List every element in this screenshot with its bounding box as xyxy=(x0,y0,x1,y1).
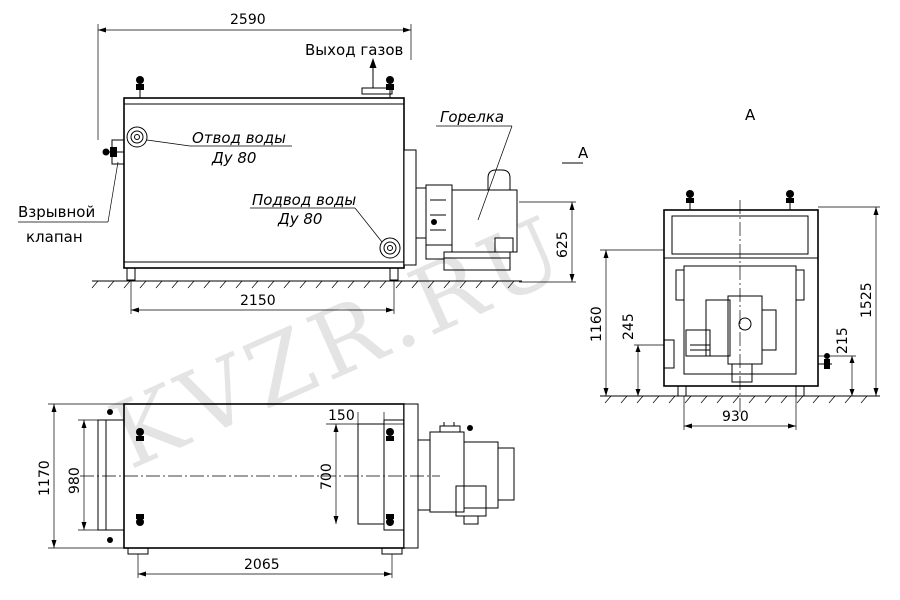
dim-215: 215 xyxy=(835,327,851,354)
burner-side-icon xyxy=(415,169,518,271)
dim-base-length: 2150 xyxy=(240,293,276,309)
label-explosion-valve: Взрывной xyxy=(18,203,95,221)
label-water-inlet: Подвод воды xyxy=(252,191,356,209)
top-view: 1170 980 150 700 2065 xyxy=(37,403,515,578)
dim-245: 245 xyxy=(621,313,637,340)
label-burner: Горелка xyxy=(440,108,504,126)
label-explosion-valve-2: клапан xyxy=(26,228,83,246)
dim-top-length: 2065 xyxy=(244,557,280,573)
label-water-outlet: Отвод воды xyxy=(192,129,286,147)
label-water-outlet-dn: Ду 80 xyxy=(211,149,256,167)
label-gas-outlet: Выход газов xyxy=(305,41,403,59)
label-water-inlet-dn: Ду 80 xyxy=(277,210,322,228)
watermark: KVZR.RU xyxy=(95,195,583,491)
dim-top-width: 1170 xyxy=(37,460,53,496)
burner-top-icon xyxy=(417,422,515,525)
side-view: 2590 Выход газов Отвод воды xyxy=(18,12,589,314)
top-valve-icon xyxy=(136,76,394,98)
section-mark-a: А xyxy=(578,144,589,162)
dim-total-length: 2590 xyxy=(230,12,266,28)
dim-150: 150 xyxy=(328,408,355,424)
front-top-valve-icon xyxy=(686,190,794,210)
front-side-valve-icon xyxy=(818,353,832,369)
water-inlet-nozzle-icon xyxy=(379,237,401,259)
dim-700: 700 xyxy=(319,463,335,490)
burner-front-icon xyxy=(685,295,777,383)
top-view-valves-icon xyxy=(107,409,394,543)
front-view: А xyxy=(589,106,880,430)
explosion-valve-icon xyxy=(102,139,125,165)
boiler-body-front xyxy=(663,209,819,387)
view-title-a: А xyxy=(745,106,756,124)
dim-total-height: 1525 xyxy=(859,282,875,318)
dim-burner-height: 625 xyxy=(555,231,571,258)
dim-inner: 980 xyxy=(67,467,83,494)
boiler-body-side xyxy=(123,97,405,269)
water-outlet-nozzle-icon xyxy=(126,126,148,148)
dim-1160: 1160 xyxy=(589,306,605,342)
dim-width: 930 xyxy=(722,409,749,425)
